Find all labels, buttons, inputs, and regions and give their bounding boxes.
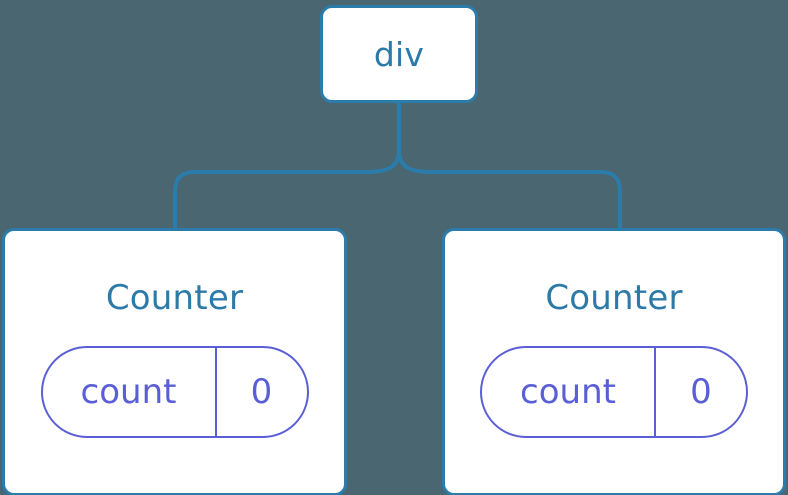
state-value-right: 0 [690, 372, 712, 412]
node-counter-left[interactable]: Counter count 0 [2, 228, 347, 495]
node-counter-right-label: Counter [545, 278, 683, 318]
state-pill-left[interactable]: count 0 [40, 346, 309, 438]
state-pill-right[interactable]: count 0 [480, 346, 748, 438]
node-div-label: div [373, 34, 425, 74]
state-value-left: 0 [250, 372, 273, 412]
node-counter-left-label: Counter [105, 278, 244, 318]
node-div[interactable]: div [320, 5, 478, 103]
state-key-left: count [43, 348, 217, 436]
edge-div-to-counter-left [173, 98, 401, 234]
state-key-right: count [482, 348, 656, 436]
node-counter-right[interactable]: Counter count 0 [442, 228, 786, 495]
edge-div-to-counter-right [397, 98, 622, 234]
